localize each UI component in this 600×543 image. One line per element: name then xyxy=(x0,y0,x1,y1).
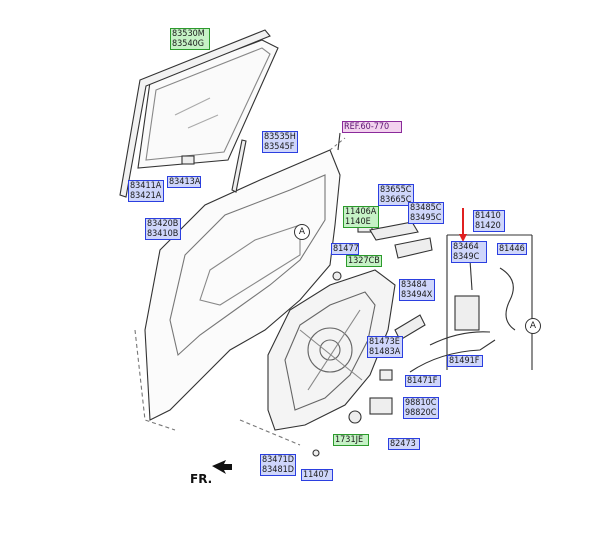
label-11407[interactable]: 11407 xyxy=(301,469,333,481)
label-83471-line2: 83481D xyxy=(262,465,294,475)
label-glass-line2: 83540G xyxy=(172,39,205,49)
label-83484-line1: 83484 xyxy=(401,280,427,290)
label-handle-b-line1: 83485C xyxy=(410,203,442,213)
label-run-b[interactable]: 83413A xyxy=(167,176,201,188)
door-outer-panel xyxy=(144,149,341,421)
label-sash[interactable]: 83420B 83410B xyxy=(145,218,181,240)
label-1327[interactable]: 1327CB xyxy=(346,255,382,267)
callout-a-left: A xyxy=(294,224,310,240)
grommet-1731 xyxy=(348,410,362,424)
label-98810[interactable]: 98810C 98820C xyxy=(403,397,439,419)
outside-handle xyxy=(369,221,419,241)
clip-83413 xyxy=(181,155,195,165)
label-81473[interactable]: 81473E 81483A xyxy=(367,336,403,358)
label-glass[interactable]: 83530M 83540G xyxy=(170,28,210,50)
latch-81410 xyxy=(454,295,480,331)
label-83471-line1: 83471D xyxy=(262,455,294,465)
label-83484[interactable]: 83484 83494X xyxy=(399,279,435,301)
label-83464-line2: 8349C xyxy=(453,252,480,262)
motor-98810 xyxy=(369,397,393,415)
grommet-81477 xyxy=(332,271,342,281)
screw-11407 xyxy=(312,449,320,457)
lock-rod xyxy=(469,259,473,291)
label-run-a-line1: 83411A xyxy=(130,181,162,191)
label-run-a-line2: 83421A xyxy=(130,191,162,201)
label-83464[interactable]: 83464 8349C xyxy=(451,241,487,263)
label-sash-line1: 83420B xyxy=(147,219,179,229)
label-83471[interactable]: 83471D 83481D xyxy=(260,454,296,476)
handle-bracket xyxy=(394,237,433,259)
label-98810-line1: 98810C xyxy=(405,398,437,408)
label-98810-line2: 98820C xyxy=(405,408,437,418)
label-ref[interactable]: REF.60-770 xyxy=(342,121,402,133)
glass-run-channel xyxy=(119,29,271,198)
label-82473[interactable]: 82473 xyxy=(388,438,420,450)
switch-81473 xyxy=(379,369,393,381)
label-1731[interactable]: 1731JE xyxy=(333,434,369,446)
label-channel-front-line1: 83535H xyxy=(264,132,296,142)
label-handle-b-line2: 83495C xyxy=(410,213,442,223)
label-glass-line1: 83530M xyxy=(172,29,205,39)
label-83464-line1: 83464 xyxy=(453,242,479,252)
label-bolt-1140-line2: 1140E xyxy=(345,217,371,227)
red-marker-arrow xyxy=(459,208,467,242)
front-direction-arrow xyxy=(212,460,232,474)
label-81446[interactable]: 81446 xyxy=(497,243,527,255)
label-handle-a[interactable]: 83655C 83665C xyxy=(378,184,414,206)
label-81473-line1: 81473E xyxy=(369,337,400,347)
label-bolt-1140-line1: 11406A xyxy=(345,207,377,217)
front-direction-label: FR. xyxy=(190,472,213,486)
label-lock-main-line2: 81420 xyxy=(475,221,501,231)
label-lock-main[interactable]: 81410 81420 xyxy=(473,210,505,232)
label-83484-line2: 83494X xyxy=(401,290,433,300)
cable-81471 xyxy=(409,339,496,373)
callout-a-right: A xyxy=(525,318,541,334)
label-channel-front[interactable]: 83535H 83545F xyxy=(262,131,298,153)
label-handle-a-line1: 83655C xyxy=(380,185,412,195)
label-bolt-1140[interactable]: 11406A 1140E xyxy=(343,206,379,228)
label-handle-b[interactable]: 83485C 83495C xyxy=(408,202,444,224)
label-lock-main-line1: 81410 xyxy=(475,211,501,221)
label-run-a[interactable]: 83411A 83421A xyxy=(128,180,164,202)
label-81477[interactable]: 81477 xyxy=(331,243,359,255)
front-channel xyxy=(231,139,247,193)
label-handle-a-line2: 83665C xyxy=(380,195,412,205)
label-sash-line2: 83410B xyxy=(147,229,179,239)
cable-81446 xyxy=(499,267,516,331)
label-81491[interactable]: 81491F xyxy=(447,355,483,367)
cable-81491 xyxy=(429,331,491,346)
label-81471[interactable]: 81471F xyxy=(405,375,441,387)
label-channel-front-line2: 83545F xyxy=(264,142,295,152)
label-81473-line2: 81483A xyxy=(369,347,401,357)
